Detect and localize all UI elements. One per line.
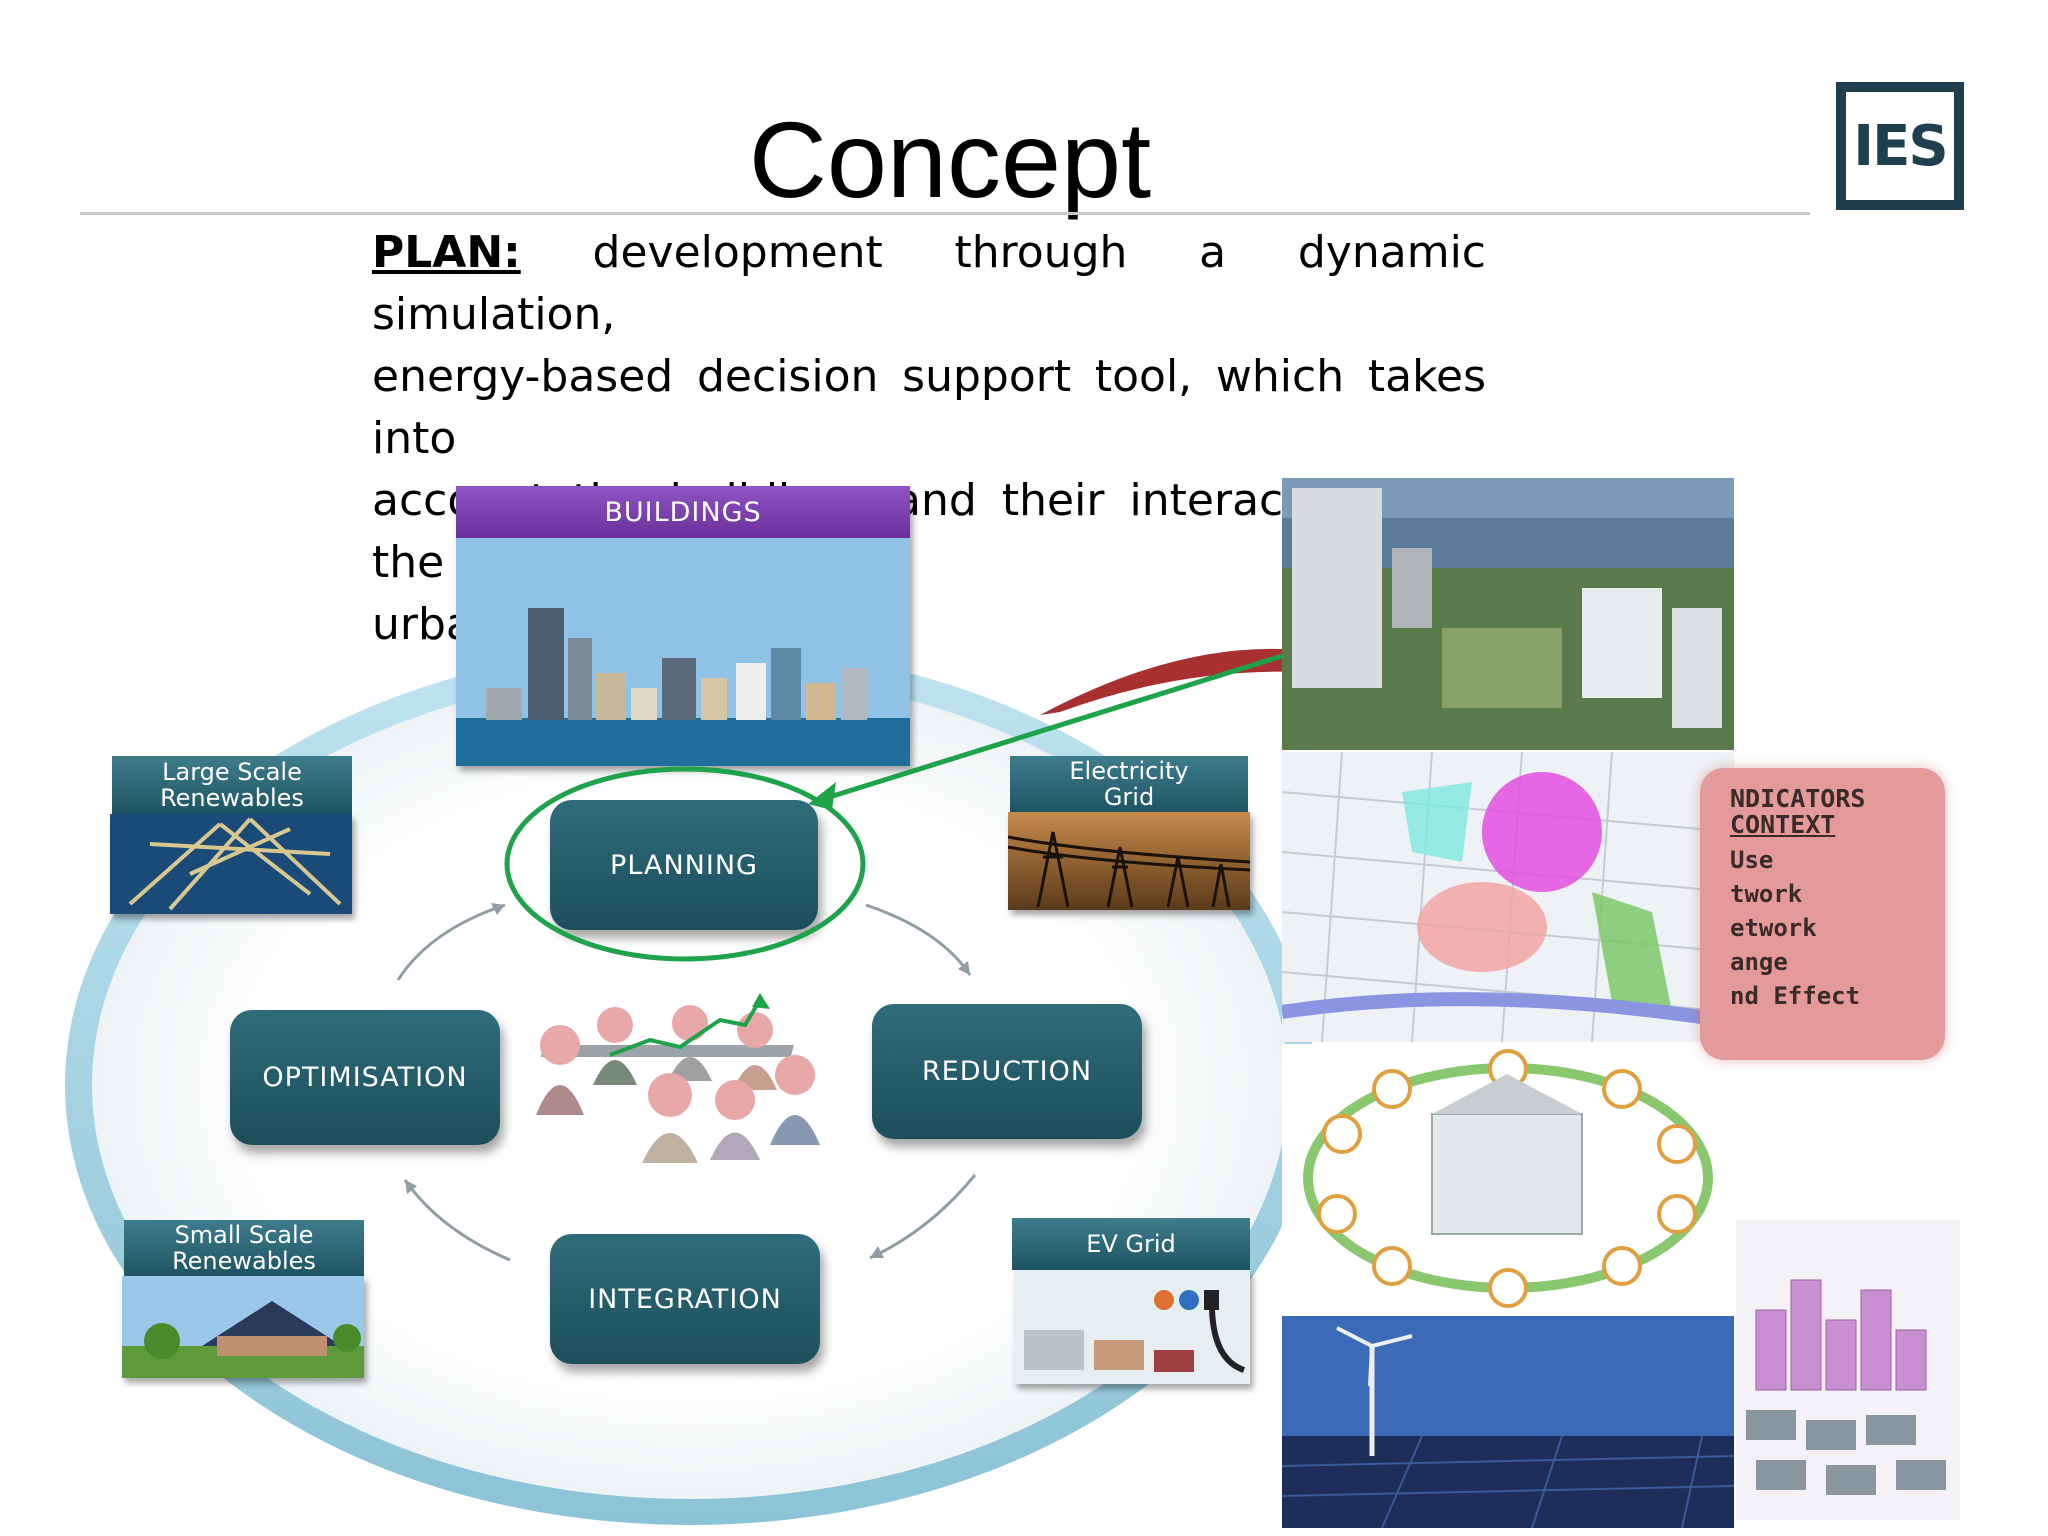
power-lines-image xyxy=(1008,812,1250,910)
indicator-effect: nd Effect xyxy=(1730,982,1861,1010)
meeting-figures-image xyxy=(536,993,820,1163)
small-scale-line2: Renewables xyxy=(172,1247,316,1275)
reduction-box: REDUCTION xyxy=(872,1004,1142,1139)
indicators-title-1: NDICATORS xyxy=(1730,784,1866,813)
urban-aerial-photo xyxy=(1282,478,1734,750)
ies-logo: IES xyxy=(1836,82,1964,210)
indicator-work: twork xyxy=(1730,880,1803,908)
electricity-grid-label: Electricity Grid xyxy=(1010,756,1248,812)
buildings-banner: BUILDINGS xyxy=(456,486,910,538)
indicator-change: ange xyxy=(1730,948,1788,976)
indicators-panel xyxy=(1700,768,1945,1060)
ev-grid-text: EV Grid xyxy=(1086,1230,1176,1258)
planning-box: PLANNING xyxy=(550,800,818,930)
electricity-line2: Grid xyxy=(1103,783,1155,811)
sustainable-home-diagram-image xyxy=(1282,1044,1734,1312)
optimisation-box: OPTIMISATION xyxy=(230,1010,500,1145)
indicator-network: etwork xyxy=(1730,914,1817,942)
integration-box: INTEGRATION xyxy=(550,1234,820,1364)
buildings-panel: BUILDINGS xyxy=(456,486,910,766)
slide-title: Concept xyxy=(748,99,1152,220)
large-scale-label: Large Scale Renewables xyxy=(112,756,352,814)
wind-solar-farm-image xyxy=(1282,1316,1734,1528)
plan-line-2: energy-based decision support tool, whic… xyxy=(372,351,1486,464)
zoning-map-image xyxy=(1282,752,1734,1042)
3d-city-bars-image xyxy=(1736,1220,1960,1520)
small-scale-label: Small Scale Renewables xyxy=(124,1220,364,1276)
wind-turbine-structure-image xyxy=(110,814,352,914)
ev-grid-label: EV Grid xyxy=(1012,1218,1250,1270)
plan-line-1: development through a dynamic simulation… xyxy=(372,227,1486,340)
city-skyline-image xyxy=(456,538,910,766)
small-scale-line1: Small Scale xyxy=(174,1221,314,1249)
large-scale-line1: Large Scale xyxy=(162,758,302,786)
electricity-line1: Electricity xyxy=(1069,757,1189,785)
house-solar-image xyxy=(122,1276,364,1378)
plan-label: PLAN: xyxy=(372,227,521,278)
indicator-use: Use xyxy=(1730,846,1774,874)
title-divider xyxy=(80,212,1810,215)
ev-grid-image xyxy=(1014,1270,1250,1384)
indicators-title-2: CONTEXT xyxy=(1730,810,1836,839)
large-scale-line2: Renewables xyxy=(160,784,304,812)
